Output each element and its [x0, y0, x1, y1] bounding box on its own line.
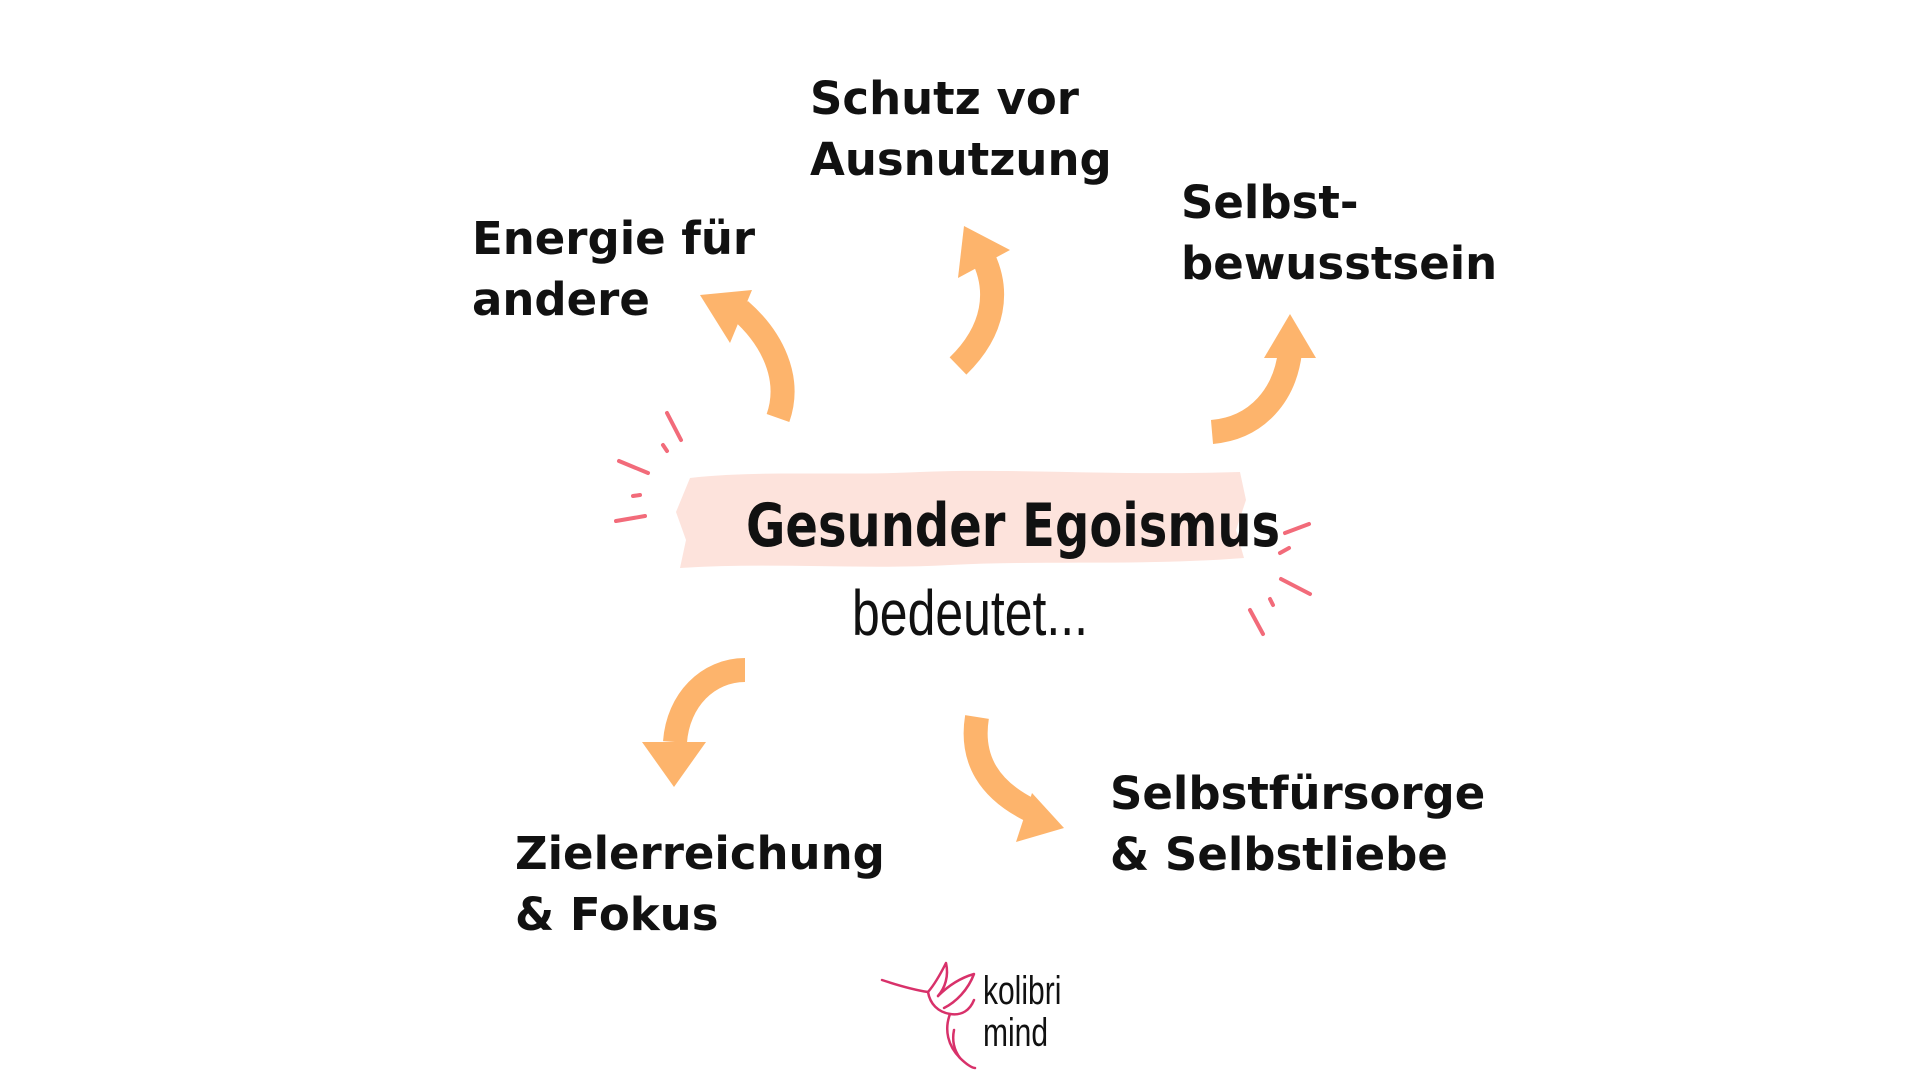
node-energie: Energie für andere — [472, 208, 755, 330]
spark-marks-right — [1248, 522, 1312, 636]
logo-line2: mind — [983, 1011, 1049, 1055]
diagram-subtitle: bedeutet... — [852, 577, 1088, 649]
node-schutz-line2: Ausnutzung — [810, 133, 1112, 186]
arrow-to-selbstbewusstsein — [1210, 314, 1316, 444]
node-zielerreichung: Zielerreichung & Fokus — [515, 823, 885, 945]
node-selbstfuersorge-line2: & Selbstliebe — [1110, 828, 1448, 881]
kolibri-bird-icon — [880, 961, 977, 1070]
diagram-title: Gesunder Egoismus — [746, 491, 1281, 561]
node-energie-line2: andere — [472, 273, 650, 326]
arrow-to-selbstfuersorge — [963, 715, 1064, 842]
logo-wordmark: kolibri mind — [983, 970, 1061, 1054]
arrow-to-zielerreichung — [642, 658, 746, 787]
node-schutz: Schutz vor Ausnutzung — [810, 68, 1112, 190]
logo-line1: kolibri — [983, 969, 1062, 1013]
spark-marks-left — [614, 411, 683, 523]
node-selbstfuersorge-line1: Selbstfürsorge — [1110, 767, 1486, 820]
node-selbstbewusstsein-line1: Selbst- — [1181, 176, 1359, 229]
node-schutz-line1: Schutz vor — [810, 72, 1079, 125]
arrow-to-energie — [700, 290, 795, 422]
node-zielerreichung-line2: & Fokus — [515, 888, 719, 941]
node-zielerreichung-line1: Zielerreichung — [515, 827, 885, 880]
node-energie-line1: Energie für — [472, 212, 756, 265]
node-selbstbewusstsein: Selbst- bewusstsein — [1181, 172, 1497, 294]
title-highlight — [676, 470, 1246, 568]
node-selbstfuersorge: Selbstfürsorge & Selbstliebe — [1110, 763, 1485, 885]
node-selbstbewusstsein-line2: bewusstsein — [1181, 237, 1498, 290]
arrow-to-schutz — [949, 226, 1010, 375]
